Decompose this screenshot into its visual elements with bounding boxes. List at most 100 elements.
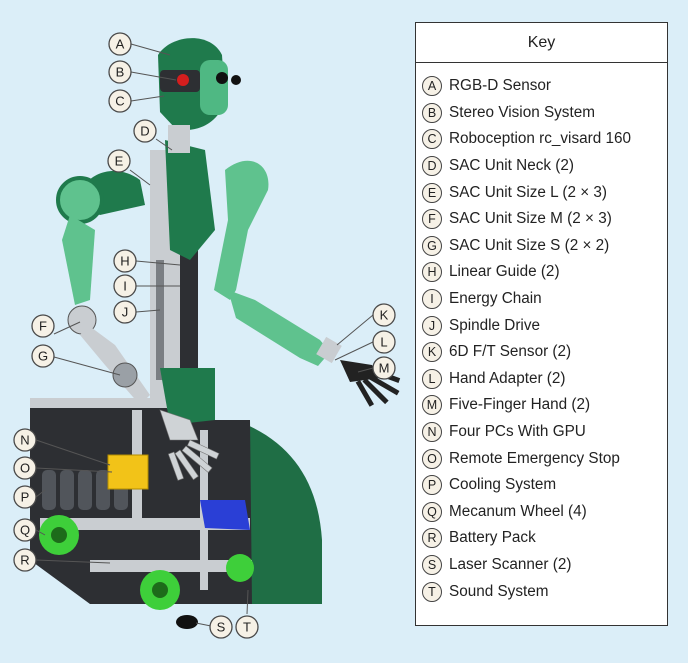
key-item-label: Linear Guide (2) [449, 263, 560, 281]
arm-right-forearm [228, 290, 330, 366]
key-letter-badge: L [422, 368, 442, 389]
callout-K: K [372, 303, 396, 327]
svg-text:S: S [217, 620, 226, 635]
laser-scanner-shape [176, 615, 198, 629]
callout-A: A [108, 32, 132, 56]
key-letter-badge: E [422, 182, 442, 203]
key-letter-badge: D [422, 156, 442, 177]
emergency-stop-module [107, 454, 149, 490]
key-letter-badge: T [422, 581, 442, 602]
key-item-label: SAC Unit Neck (2) [449, 157, 574, 175]
head-eye-left [216, 72, 228, 84]
head-visor [200, 60, 228, 115]
base-lower-rail [90, 560, 252, 572]
callout-S: S [209, 615, 233, 639]
torso-shell [165, 140, 215, 260]
key-letter-badge: C [422, 129, 442, 150]
key-item-label: Four PCs With GPU [449, 423, 586, 441]
callout-Q: Q [13, 518, 37, 542]
key-letter-badge: G [422, 235, 442, 256]
key-item-label: Spindle Drive [449, 316, 540, 334]
base-top-rail [30, 398, 170, 408]
callout-M: M [372, 356, 396, 380]
key-item: O Remote Emergency Stop [422, 445, 667, 472]
head-eye-right [231, 75, 241, 85]
callout-H: H [113, 249, 137, 273]
svg-text:J: J [122, 305, 129, 320]
key-item: B Stereo Vision System [422, 100, 667, 127]
key-letter-badge: A [422, 76, 442, 97]
svg-text:B: B [116, 65, 125, 80]
key-item: G SAC Unit Size S (2 × 2) [422, 233, 667, 260]
key-item-label: Roboception rc_visard 160 [449, 130, 631, 148]
callout-F: F [31, 314, 55, 338]
key-item: E SAC Unit Size L (2 × 3) [422, 179, 667, 206]
key-letter-badge: I [422, 289, 442, 310]
key-item: L Hand Adapter (2) [422, 366, 667, 393]
key-item: F SAC Unit Size M (2 × 3) [422, 206, 667, 233]
callout-G: G [31, 344, 55, 368]
key-letter-badge: R [422, 528, 442, 549]
key-letter-badge: H [422, 262, 442, 283]
key-item-label: Laser Scanner (2) [449, 555, 572, 573]
svg-text:E: E [115, 154, 124, 169]
callout-C: C [108, 89, 132, 113]
key-item-label: Five-Finger Hand (2) [449, 396, 591, 414]
key-letter-badge: B [422, 102, 442, 123]
hand-left [159, 409, 220, 481]
key-item-label: Hand Adapter (2) [449, 369, 566, 387]
svg-text:D: D [140, 124, 149, 139]
svg-text:G: G [38, 349, 48, 364]
svg-text:M: M [379, 361, 390, 376]
mecanum-wheel-back [226, 554, 254, 582]
callout-B: B [108, 60, 132, 84]
key-item: T Sound System [422, 578, 667, 605]
callout-D: D [133, 119, 157, 143]
svg-text:R: R [20, 553, 29, 568]
key-letter-badge: J [422, 315, 442, 336]
svg-text:O: O [20, 461, 30, 476]
base-shell [190, 420, 322, 604]
svg-text:C: C [115, 94, 124, 109]
key-letter-badge: N [422, 422, 442, 443]
arm-right-upper [214, 160, 269, 300]
callout-O: O [13, 456, 37, 480]
sac-unit-small [112, 362, 138, 388]
key-item: J Spindle Drive [422, 312, 667, 339]
key-item: C Roboception rc_visard 160 [422, 126, 667, 153]
key-letter-badge: M [422, 395, 442, 416]
key-item-label: Stereo Vision System [449, 103, 595, 121]
battery-pack-shape [200, 500, 250, 530]
callout-I: I [113, 274, 137, 298]
base-mid-rail [40, 518, 250, 530]
svg-text:N: N [20, 433, 29, 448]
svg-text:Q: Q [20, 523, 30, 538]
callout-R: R [13, 548, 37, 572]
key-item-label: Cooling System [449, 476, 557, 494]
neck-unit [168, 125, 190, 153]
key-letter-badge: O [422, 448, 442, 469]
callout-E: E [107, 149, 131, 173]
callout-N: N [13, 428, 37, 452]
key-item-label: SAC Unit Size L (2 × 3) [449, 183, 607, 201]
key-letter-badge: F [422, 209, 442, 230]
svg-text:H: H [120, 254, 129, 269]
stereo-camera-lens [177, 74, 189, 86]
key-item-label: SAC Unit Size S (2 × 2) [449, 236, 610, 254]
key-letter-badge: P [422, 475, 442, 496]
robot-illustration [30, 38, 401, 629]
key-title: Key [416, 23, 667, 63]
svg-text:T: T [243, 620, 251, 635]
key-item-label: Sound System [449, 582, 549, 600]
callout-L: L [372, 330, 396, 354]
key-item-label: SAC Unit Size M (2 × 3) [449, 210, 612, 228]
key-item-label: Remote Emergency Stop [449, 449, 620, 467]
key-letter-badge: Q [422, 501, 442, 522]
svg-text:K: K [380, 308, 389, 323]
